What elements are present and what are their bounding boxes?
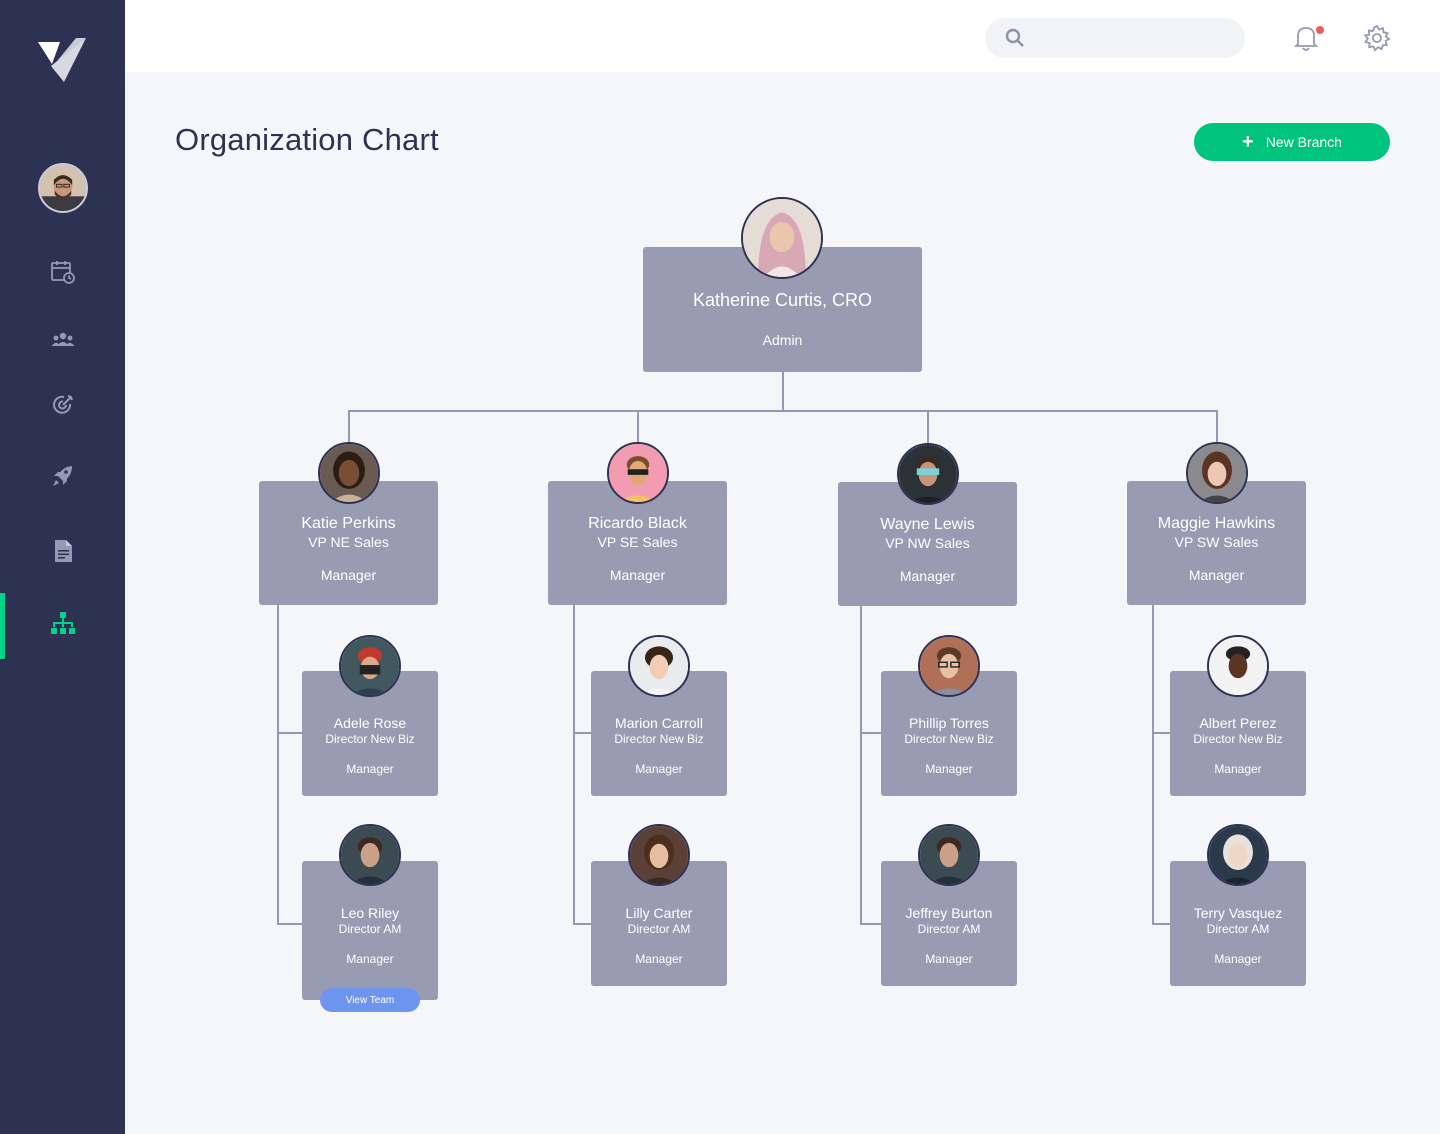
org-card-director[interactable]: Albert Perez Director New Biz Manager [1170, 671, 1306, 796]
document-icon [54, 540, 72, 562]
card-title: VP NE Sales [308, 534, 389, 550]
sidebar [0, 0, 125, 1134]
card-name: Jeffrey Burton [905, 905, 993, 921]
card-name: Katie Perkins [301, 515, 396, 532]
card-title: Director AM [338, 922, 402, 936]
avatar [1207, 635, 1269, 697]
card-role: Manager [346, 762, 394, 776]
card-title: VP NW Sales [885, 535, 970, 551]
org-card-director[interactable]: Adele Rose Director New Biz Manager [302, 671, 438, 796]
card-title: Director AM [1206, 922, 1270, 936]
team-icon [51, 332, 74, 346]
avatar [339, 824, 401, 886]
org-chart-icon [50, 612, 75, 634]
nav-launch[interactable] [0, 446, 125, 506]
new-branch-label: New Branch [1265, 134, 1342, 150]
plus-icon: + [1242, 131, 1254, 153]
org-card-director[interactable]: Jeffrey Burton Director AM Manager [881, 861, 1017, 986]
org-card-director[interactable]: Phillip Torres Director New Biz Manager [881, 671, 1017, 796]
connector [1152, 732, 1170, 734]
card-role: Manager [609, 567, 666, 583]
nav-goals[interactable] [0, 375, 125, 435]
connector [277, 732, 302, 734]
new-branch-button[interactable]: + New Branch [1194, 123, 1390, 161]
connector [277, 923, 302, 925]
connector [277, 605, 279, 925]
avatar [628, 635, 690, 697]
avatar [1207, 824, 1269, 886]
card-name: Terry Vasquez [1193, 905, 1283, 921]
connector [573, 605, 575, 925]
card-name: Wayne Lewis [880, 516, 975, 533]
card-role: Manager [1214, 952, 1262, 966]
bell-icon[interactable] [1293, 24, 1319, 52]
connector [1152, 605, 1154, 925]
search-input[interactable] [985, 18, 1245, 58]
card-name: Leo Riley [340, 905, 400, 921]
nav-team[interactable] [0, 310, 125, 370]
connector [860, 923, 881, 925]
target-icon [52, 395, 73, 414]
card-title: Director New Biz [904, 732, 994, 746]
page-title: Organization Chart [175, 122, 439, 157]
card-name: Adele Rose [333, 715, 407, 731]
card-name: Albert Perez [1199, 715, 1277, 731]
card-role: Manager [899, 568, 956, 584]
nav-calendar[interactable] [0, 242, 125, 302]
connector [348, 410, 1218, 412]
nav-documents[interactable] [0, 521, 125, 581]
card-role: Manager [1214, 762, 1262, 776]
card-role: Manager [320, 567, 377, 583]
card-role: Manager [346, 952, 394, 966]
card-name: Marion Carroll [615, 715, 703, 731]
card-role: Admin [762, 332, 803, 348]
notification-badge [1316, 26, 1324, 34]
card-name: Lilly Carter [625, 905, 693, 921]
card-role: Manager [1188, 567, 1245, 583]
avatar [1186, 442, 1248, 504]
avatar [628, 824, 690, 886]
connector [573, 923, 591, 925]
user-avatar-image [40, 165, 86, 211]
card-title: Director AM [917, 922, 981, 936]
v-logo[interactable] [38, 38, 88, 82]
card-title: VP SW Sales [1174, 534, 1259, 550]
card-title: VP SE Sales [597, 534, 678, 550]
gear-icon[interactable] [1363, 24, 1391, 52]
card-role: Manager [925, 762, 973, 776]
nav-org-chart[interactable] [0, 593, 125, 659]
avatar [918, 824, 980, 886]
card-title: Director New Biz [1193, 732, 1283, 746]
connector [1152, 923, 1170, 925]
card-title: Director New Biz [325, 732, 415, 746]
card-role: Manager [925, 952, 973, 966]
card-title: Director AM [627, 922, 691, 936]
view-team-button[interactable]: View Team [320, 988, 420, 1012]
org-card-vp[interactable]: Wayne Lewis VP NW Sales Manager [838, 482, 1017, 606]
avatar [607, 442, 669, 504]
card-name: Katherine Curtis, CRO [692, 290, 873, 310]
connector [860, 606, 862, 925]
rocket-icon [52, 466, 72, 486]
card-name: Maggie Hawkins [1157, 515, 1276, 532]
card-name: Ricardo Black [588, 515, 687, 532]
calendar-clock-icon [50, 261, 75, 284]
avatar [339, 635, 401, 697]
card-role: Manager [635, 952, 683, 966]
card-title: Director New Biz [614, 732, 704, 746]
avatar [741, 197, 823, 279]
connector [573, 732, 591, 734]
user-avatar[interactable] [38, 163, 88, 213]
avatar [318, 442, 380, 504]
avatar [918, 635, 980, 697]
org-card-vp[interactable]: Maggie Hawkins VP SW Sales Manager [1127, 481, 1306, 605]
card-name: Phillip Torres [909, 715, 989, 731]
connector [860, 732, 881, 734]
connector [782, 372, 784, 412]
topbar [125, 0, 1440, 72]
card-role: Manager [635, 762, 683, 776]
avatar [897, 443, 959, 505]
